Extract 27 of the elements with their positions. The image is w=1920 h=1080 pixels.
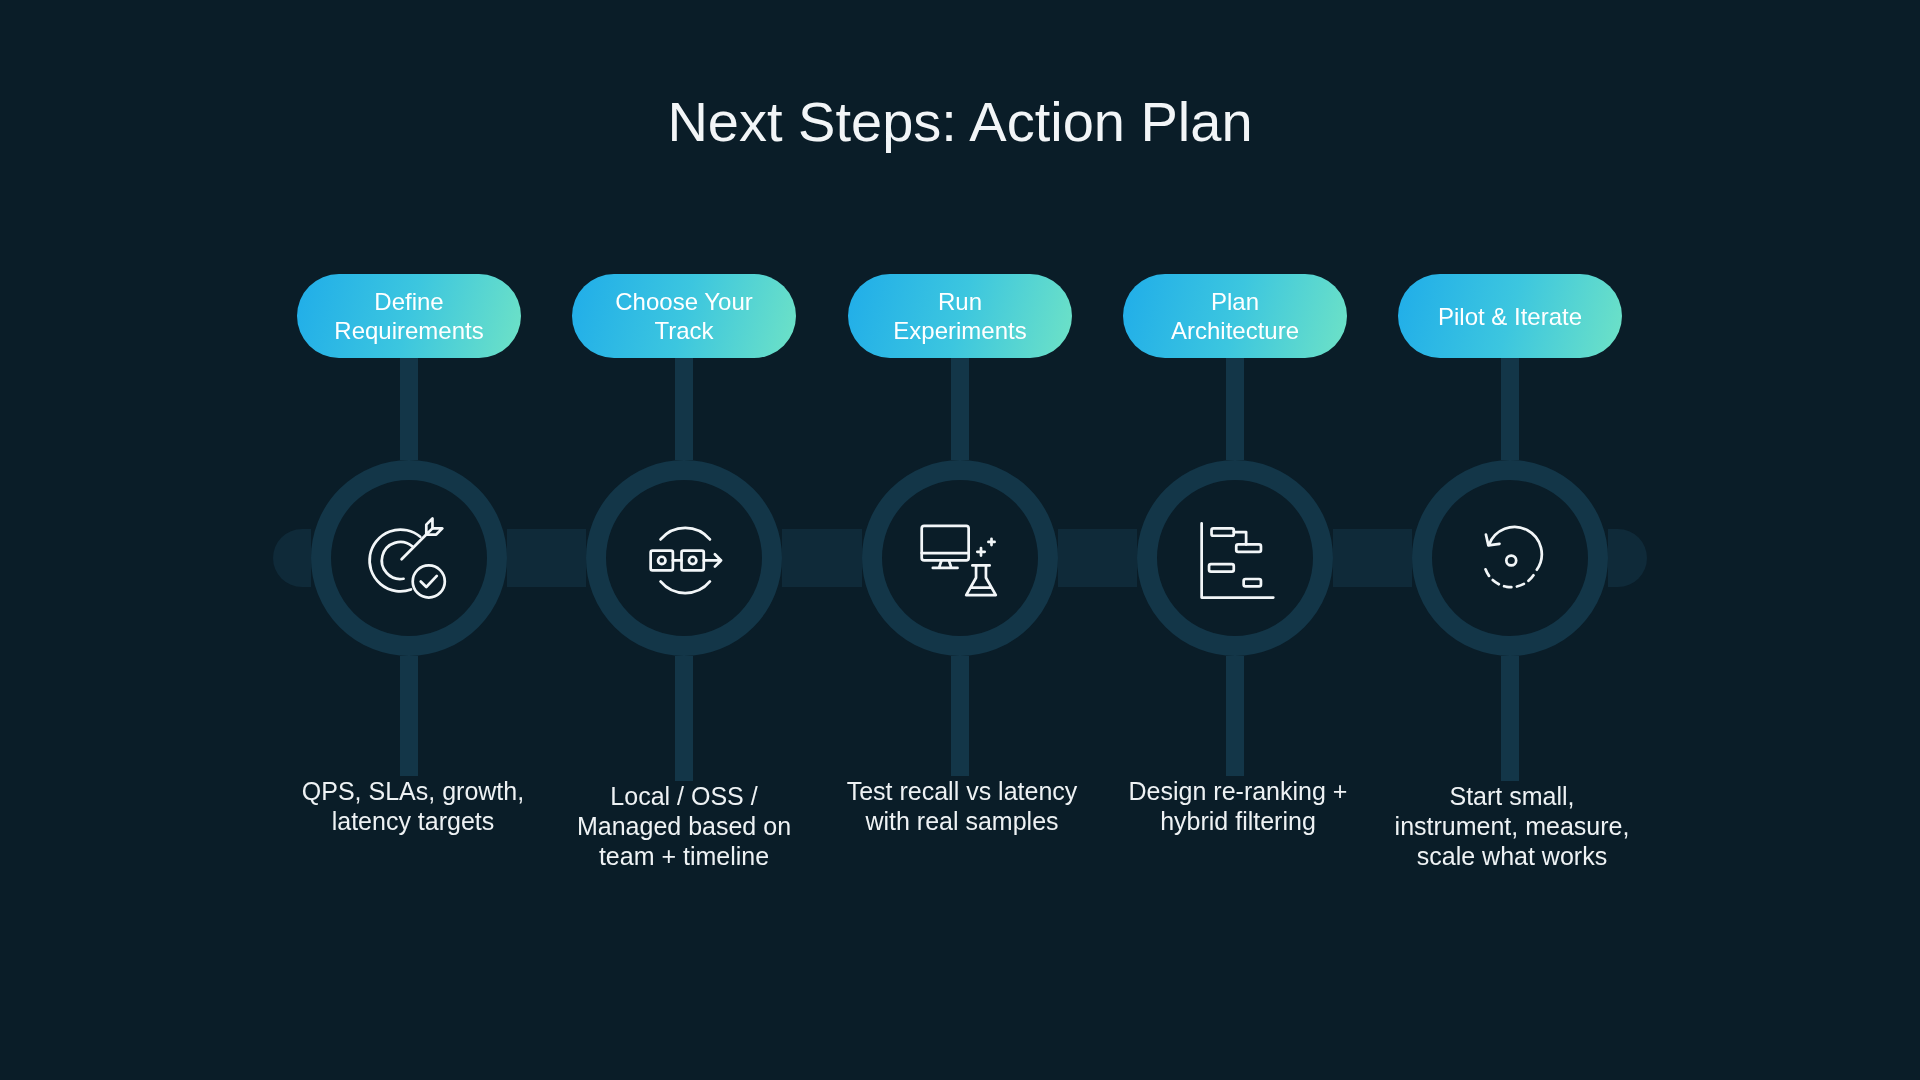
slide-title: Next Steps: Action Plan <box>667 89 1253 155</box>
step-pill: Plan Architecture <box>1123 274 1347 358</box>
step-pill: Define Requirements <box>297 274 521 358</box>
timeline-band <box>1058 529 1137 587</box>
connector-stem <box>1226 656 1244 776</box>
connector-stem <box>400 656 418 776</box>
step-pill: Pilot & Iterate <box>1398 274 1622 358</box>
step-pill: Run Experiments <box>848 274 1072 358</box>
connector-stem <box>675 656 693 781</box>
timeline-band <box>507 529 586 587</box>
step-description: Start small, instrument, measure, scale what works <box>1388 781 1636 871</box>
timeline-band <box>1333 529 1412 587</box>
step-description: Design re-ranking + hybrid filtering <box>1107 776 1369 836</box>
step-description: QPS, SLAs, growth, latency targets <box>286 776 540 836</box>
step-description: Local / OSS / Managed based on team + timeline <box>566 781 802 871</box>
timeline-band <box>782 529 862 587</box>
timeline-band <box>1608 529 1647 587</box>
step-pill: Choose Your Track <box>572 274 796 358</box>
step-description: Test recall vs latency with real samples <box>831 776 1093 836</box>
connector-stem <box>400 358 418 460</box>
connector-stem <box>1501 656 1519 781</box>
connector-stem <box>1226 358 1244 460</box>
timeline-band <box>273 529 311 587</box>
connector-stem <box>1501 358 1519 460</box>
connector-stem <box>951 358 969 460</box>
connector-stem <box>951 656 969 776</box>
connector-stem <box>675 358 693 460</box>
